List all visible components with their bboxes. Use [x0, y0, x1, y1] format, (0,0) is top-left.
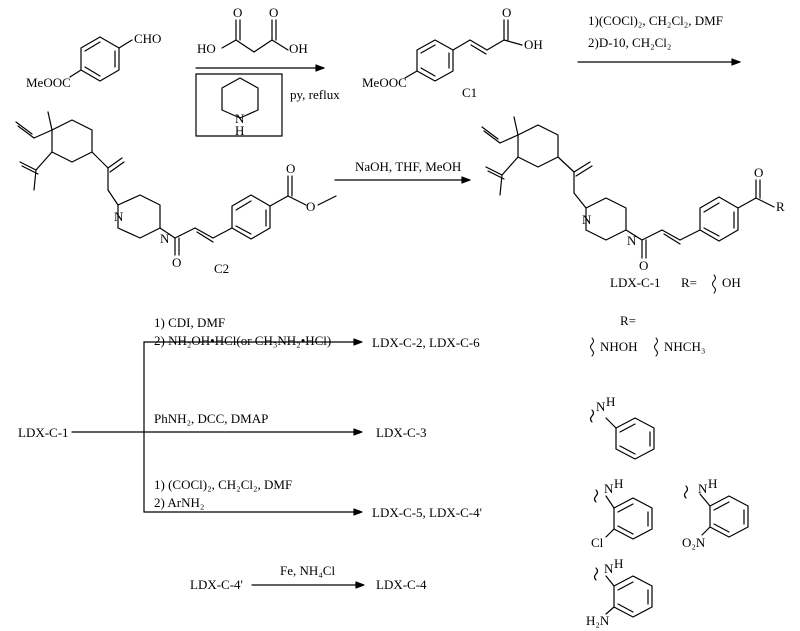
route3-product: LDX-C-5, LDX-C-4' — [372, 505, 482, 520]
route1-line1: 1) CDI, DMF — [154, 315, 226, 330]
piperidine-h-label: H — [235, 123, 245, 138]
malonic-oh-label: OH — [289, 41, 308, 56]
chloroaniline — [593, 489, 653, 540]
c1-structure — [404, 19, 523, 82]
ldx-c1-o1-label: O — [639, 258, 649, 273]
nitroaniline-n-label: N — [698, 481, 708, 496]
ldx-c1-n2-label: N — [627, 233, 637, 248]
start-benzene-ring — [69, 36, 133, 82]
aniline-ldx-c3 — [589, 409, 655, 460]
aniline-h-label: H — [606, 394, 616, 409]
nitroaniline — [683, 485, 749, 538]
c2-o1-label: O — [172, 255, 182, 270]
step2-line1: 1)(COCl)₂, CH₂Cl₂, DMF — [588, 13, 723, 28]
aldehyde-cho-label: CHO — [134, 31, 162, 46]
piperidine-ring — [195, 73, 283, 137]
c2-o2-label: O — [286, 161, 296, 176]
route3-line2: 2) ArNH₂ — [154, 495, 205, 510]
step1-conditions: py, reflux — [290, 87, 340, 102]
route2-line: PhNH₂, DCC, DMAP — [154, 411, 269, 426]
nitro-label: O₂N — [682, 535, 706, 550]
route4-line: Fe, NH₄Cl — [280, 563, 336, 578]
route3-line1: 1) (COCl)₂, CH₂Cl₂, DMF — [154, 477, 293, 492]
step3-conditions: NaOH, THF, MeOH — [355, 159, 462, 174]
route4-start: LDX-C-4' — [190, 577, 243, 592]
nhch3-label: NHCH₃ — [664, 339, 706, 354]
route-arrows — [71, 338, 365, 589]
c1-label: C1 — [462, 85, 478, 100]
chloro-label: Cl — [591, 535, 604, 550]
c2-n1-label: N — [114, 209, 124, 224]
c2-o3-label: O — [306, 199, 316, 214]
nhoh-label: NHOH — [600, 339, 638, 354]
ldx-c1-n1-label: N — [582, 212, 592, 227]
diamine-n-label: N — [604, 561, 614, 576]
c1-o-label: O — [502, 5, 512, 20]
nitroaniline-h-label: H — [708, 476, 718, 491]
c2-structure — [15, 111, 337, 256]
arrowhead-step3 — [461, 176, 471, 184]
arrowhead-step1 — [315, 64, 325, 72]
c1-ester-label: MeOOC — [362, 75, 407, 90]
c2-label: C2 — [214, 261, 230, 276]
diamine-h-label: H — [614, 556, 624, 571]
ldx-c1-structure — [481, 116, 775, 259]
malonic-acid-structure — [221, 19, 289, 53]
ldx-c1-r-label: R — [776, 199, 785, 214]
chloroaniline-n-label: N — [604, 481, 614, 496]
amino-label: H₂N — [586, 613, 610, 628]
aniline-n-label: N — [596, 399, 606, 414]
route4-product: LDX-C-4 — [376, 577, 427, 592]
r-eq-oh-label: R= — [681, 275, 698, 290]
c1-oh-label: OH — [524, 37, 543, 52]
diaminobenzene — [593, 567, 653, 618]
malonic-o1-label: O — [233, 5, 243, 20]
c2-n2-label: N — [160, 231, 170, 246]
arrowhead-step2 — [731, 58, 741, 66]
route-start-label: LDX-C-1 — [18, 425, 69, 440]
r-eq-label: R= — [620, 313, 637, 328]
malonic-o2-label: O — [269, 5, 279, 20]
oh-label: OH — [722, 275, 741, 290]
malonic-ho-label: HO — [197, 41, 216, 56]
start-ester-label: MeOOC — [26, 75, 71, 90]
route1-line2: 2) NH₂OH•HCl(or CH₃NH₂•HCl) — [154, 333, 332, 348]
route2-product: LDX-C-3 — [376, 425, 427, 440]
piperidine-n-label: N — [235, 111, 245, 126]
r-group-wavy-bonds — [590, 274, 716, 357]
chloroaniline-h-label: H — [614, 476, 624, 491]
ldx-c1-o2-label: O — [754, 165, 764, 180]
ldx-c1-product-label: LDX-C-1 — [610, 275, 661, 290]
step2-line2: 2)D-10, CH₂Cl₂ — [588, 35, 672, 50]
route1-product: LDX-C-2, LDX-C-6 — [372, 335, 480, 350]
